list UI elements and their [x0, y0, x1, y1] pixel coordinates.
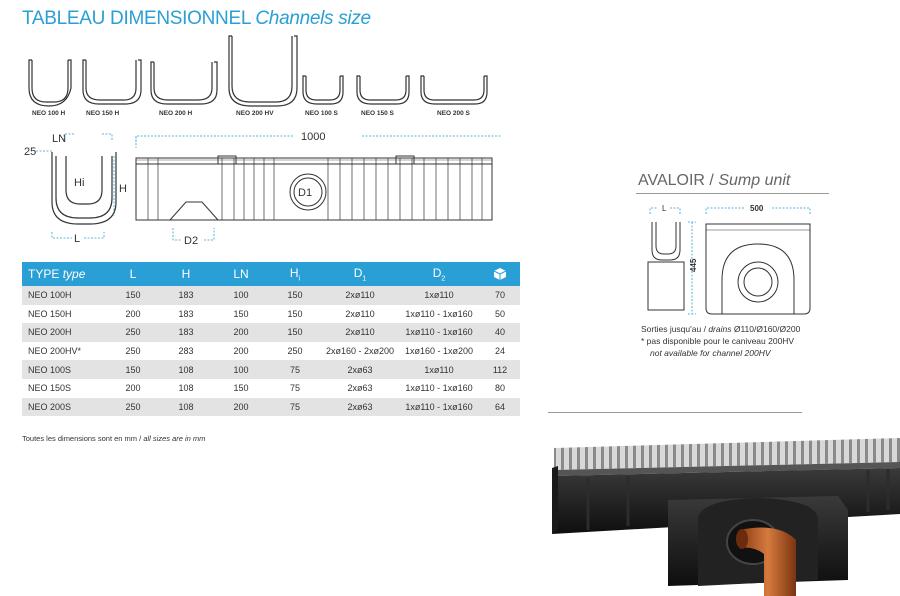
profile-label: NEO 200 HV	[236, 110, 274, 117]
dim-hi: Hi	[74, 177, 84, 189]
dim-length: 1000	[301, 131, 325, 143]
profile-neo-150h	[82, 59, 142, 105]
profile-label: NEO 200 H	[159, 110, 193, 117]
dim-d1: D1	[298, 187, 312, 199]
product-photo	[552, 438, 900, 596]
dim-ln: LN	[52, 133, 66, 145]
channel-profiles	[28, 35, 488, 107]
sump-title: AVALOIR / Sump unit	[638, 172, 791, 189]
channel-technical-drawing: LN 25 Hi H L 1000 D1 D2	[24, 131, 502, 247]
col-h: H	[158, 262, 214, 286]
profile-label: NEO 150 H	[86, 110, 120, 117]
sump-note-fr: * pas disponible pour le caniveau 200HV	[641, 336, 795, 346]
dim-d2: D2	[184, 235, 198, 247]
sump-dim-width: 500	[750, 204, 764, 213]
units-note: Toutes les dimensions sont en mm / all s…	[22, 434, 206, 443]
col-hi: Hi	[268, 262, 322, 286]
col-l: L	[108, 262, 158, 286]
sump-outlets: Sorties jusqu'au / drains Ø110/Ø160/Ø200	[641, 324, 801, 334]
dim-25: 25	[24, 146, 36, 158]
sump-divider	[636, 193, 829, 194]
title-en: Channels size	[255, 8, 371, 29]
col-d2: D2	[398, 262, 480, 286]
profile-label: NEO 100 S	[305, 110, 338, 117]
col-type: TYPE type	[22, 262, 108, 286]
title-fr: TABLEAU DIMENSIONNEL	[22, 8, 251, 29]
profile-label: NEO 100 H	[32, 110, 66, 117]
col-d1: D1	[322, 262, 398, 286]
profile-label: NEO 200 S	[437, 110, 470, 117]
profile-neo-200hv	[228, 35, 298, 107]
dim-l: L	[74, 233, 80, 245]
sump-dim-l: L	[662, 204, 667, 213]
sump-drawing: L 500 445	[647, 204, 811, 315]
col-ln: LN	[214, 262, 268, 286]
profile-neo-100s	[302, 75, 344, 105]
dim-h: H	[119, 183, 127, 195]
table-header-row: TYPE type L H LN Hi D1 D2	[22, 262, 520, 286]
col-qty	[480, 262, 520, 286]
profile-neo-200h	[150, 61, 218, 105]
profile-label: NEO 150 S	[361, 110, 394, 117]
profile-neo-150s	[356, 75, 410, 105]
profile-neo-100h	[28, 59, 72, 107]
sump-note-en: not available for channel 200HV	[650, 348, 771, 358]
profile-neo-200s	[420, 75, 488, 105]
photo-divider	[548, 412, 802, 413]
box-icon	[493, 268, 507, 280]
sump-dim-height: 445	[689, 258, 698, 272]
page-title: TABLEAU DIMENSIONNEL Channels size	[22, 8, 371, 30]
